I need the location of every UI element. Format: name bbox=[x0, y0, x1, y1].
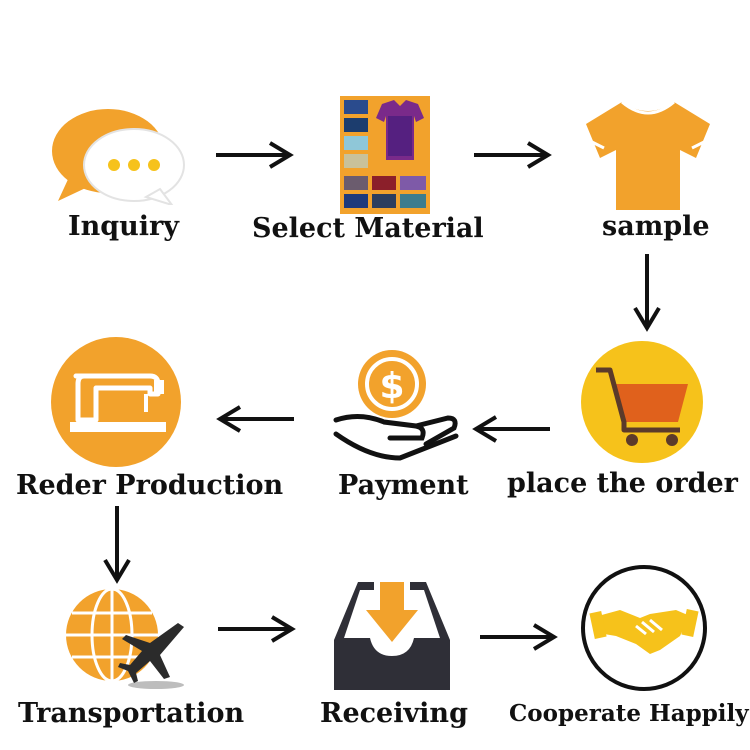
arrow-left-icon bbox=[216, 404, 296, 434]
arrow-right-icon bbox=[472, 140, 552, 170]
arrow-down-icon bbox=[632, 252, 662, 332]
step-label-production: Reder Production bbox=[16, 470, 284, 501]
step-label-inquiry: Inquiry bbox=[68, 211, 179, 242]
step-label-place-order: place the order bbox=[507, 468, 738, 499]
step-label-select-material: Select Material bbox=[252, 213, 484, 244]
arrow-right-icon bbox=[214, 140, 294, 170]
arrow-right-icon bbox=[478, 622, 558, 652]
arrow-right-icon bbox=[216, 614, 296, 644]
step-label-payment: Payment bbox=[338, 470, 469, 501]
step-label-cooperate: Cooperate Happily bbox=[509, 700, 749, 727]
step-label-transportation: Transportation bbox=[18, 698, 245, 729]
hand-coin-icon: $ bbox=[330, 348, 460, 464]
step-label-receiving: Receiving bbox=[320, 698, 468, 729]
svg-text:$: $ bbox=[379, 366, 404, 407]
globe-plane-icon bbox=[60, 585, 190, 693]
arrow-left-icon bbox=[472, 414, 552, 444]
shopping-cart-icon bbox=[580, 340, 704, 464]
speech-bubble-icon bbox=[50, 105, 185, 205]
handshake-icon bbox=[580, 564, 708, 692]
step-label-sample: sample bbox=[602, 211, 710, 242]
t-shirt-icon bbox=[582, 98, 714, 214]
fabric-swatch-icon bbox=[340, 96, 430, 214]
sewing-machine-icon bbox=[50, 336, 182, 468]
inbox-tray-icon bbox=[330, 580, 454, 692]
arrow-down-icon bbox=[102, 504, 132, 584]
